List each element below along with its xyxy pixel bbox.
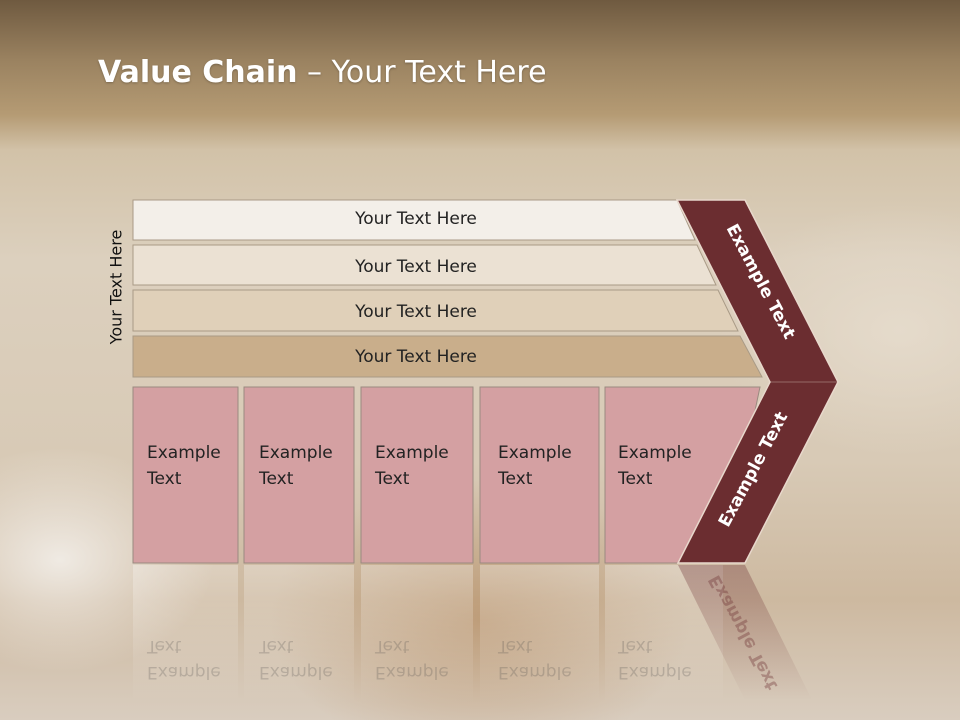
cell-reflection-2-line1: Example: [259, 662, 333, 682]
cell-reflection-5-line1: Example: [618, 662, 692, 682]
title-rest: – Your Text Here: [297, 55, 547, 90]
diagram-reflection: [133, 565, 812, 705]
cell-text-5-line2: Text: [618, 469, 653, 489]
cell-reflection-3: Example Text: [375, 633, 449, 685]
activity-cell-2: [243, 386, 355, 564]
row-bar-4: [132, 335, 763, 378]
margin-chevron: [675, 199, 839, 564]
row-bar-2: [132, 244, 717, 286]
row-label-2: Your Text Here: [354, 257, 477, 277]
row-bar-1: [132, 199, 696, 241]
activity-cell-4: [479, 386, 600, 564]
cell-text-1: Example Text: [147, 440, 221, 492]
reflection-cell: [480, 565, 599, 705]
reflection-cell: [133, 565, 238, 705]
cell-text-2: Example Text: [259, 440, 333, 492]
cell-text-4-line2: Text: [498, 469, 533, 489]
cell-text-4-line1: Example: [498, 443, 572, 463]
cell-text-5: Example Text: [618, 440, 692, 492]
cell-text-3-line2: Text: [375, 469, 410, 489]
row-label-4: Your Text Here: [354, 347, 477, 367]
cell-reflection-1-line1: Example: [147, 662, 221, 682]
cell-text-3: Example Text: [375, 440, 449, 492]
cell-reflection-4-line2: Text: [498, 636, 533, 656]
cell-reflection-4-line1: Example: [498, 662, 572, 682]
cell-text-2-line1: Example: [259, 443, 333, 463]
cell-text-4: Example Text: [498, 440, 572, 492]
cell-reflection-2: Example Text: [259, 633, 333, 685]
cell-text-1-line1: Example: [147, 443, 221, 463]
row-bar-3: [132, 289, 739, 332]
row-label-3: Your Text Here: [354, 302, 477, 322]
cell-text-2-line2: Text: [259, 469, 294, 489]
cell-reflection-1: Example Text: [147, 633, 221, 685]
cell-reflection-3-line2: Text: [375, 636, 410, 656]
reflection-chevron: [678, 565, 812, 700]
cell-text-1-line2: Text: [147, 469, 182, 489]
cell-reflection-2-line2: Text: [259, 636, 294, 656]
cell-reflection-5-line2: Text: [618, 636, 653, 656]
page-title: Value Chain – Your Text Here: [98, 55, 547, 90]
cell-text-3-line1: Example: [375, 443, 449, 463]
reflection-cell: [244, 565, 354, 705]
cell-reflection-3-line1: Example: [375, 662, 449, 682]
cell-text-5-line1: Example: [618, 443, 692, 463]
cell-reflection-1-line2: Text: [147, 636, 182, 656]
row-label-1: Your Text Here: [354, 209, 477, 229]
activity-cell-1: [132, 386, 239, 564]
reflection-cell: [361, 565, 473, 705]
activity-cell-3: [360, 386, 474, 564]
title-bold: Value Chain: [98, 55, 298, 90]
cell-reflection-4: Example Text: [498, 633, 572, 685]
cell-reflection-5: Example Text: [618, 633, 692, 685]
